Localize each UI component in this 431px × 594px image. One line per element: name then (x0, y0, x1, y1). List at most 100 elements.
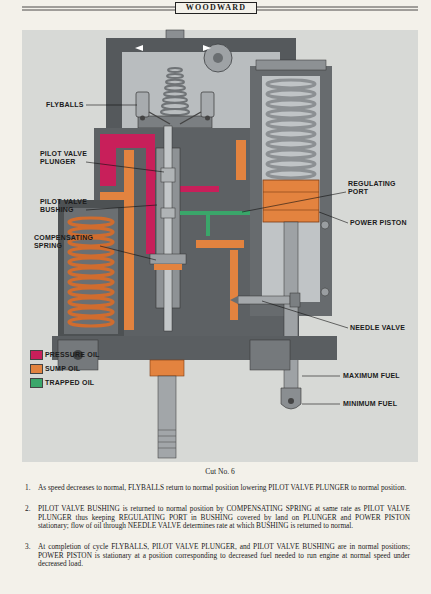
speeder-spring (164, 91, 186, 96)
flyballs (180, 112, 201, 124)
power-piston (263, 192, 319, 193)
base-and-shaft (158, 376, 176, 458)
leader-line (86, 105, 137, 106)
legend-entry: TRAPPED OIL (30, 378, 130, 388)
sump-oil (236, 140, 246, 180)
legend-entry: SUMP OIL (30, 364, 130, 374)
compensating-spring (69, 218, 113, 226)
legend-entry: PRESSURE OIL (30, 350, 130, 360)
governor-body (64, 208, 118, 334)
power-cylinder (256, 60, 326, 70)
compensating-spring (69, 288, 113, 296)
base-and-shaft (158, 430, 176, 431)
speeder-spring (167, 74, 183, 78)
pilot-valve (164, 126, 172, 331)
compensating-spring (69, 298, 113, 306)
pilot-valve (161, 208, 175, 218)
leader-line (86, 162, 164, 172)
power-piston-spring (267, 140, 315, 148)
part-label: MAXIMUM FUEL (343, 372, 413, 380)
speeder-spring (165, 86, 185, 91)
compensating-spring (69, 308, 113, 316)
governor-head (213, 53, 223, 63)
legend-label: PRESSURE OIL (45, 351, 130, 359)
part-label: FLYBALLS (46, 101, 106, 109)
governor-head (135, 45, 211, 51)
base-and-shaft (250, 340, 290, 370)
speeder-spring (166, 80, 184, 84)
power-piston-spring (267, 120, 315, 128)
compensating-spring (69, 248, 113, 256)
pilot-valve (161, 168, 175, 182)
note-text: PILOT VALVE BUSHING is returned to norma… (38, 505, 410, 531)
base-and-shaft (158, 448, 176, 449)
power-piston (281, 388, 301, 409)
speeder-spring (161, 109, 189, 115)
pilot-valve (150, 126, 186, 331)
part-label: REGULATING PORT (348, 180, 404, 196)
power-piston (263, 210, 319, 211)
power-cylinder (321, 288, 329, 296)
part-label: POWER PISTON (350, 219, 414, 227)
sump-oil (100, 140, 246, 330)
flyballs (136, 92, 149, 117)
sump-oil (124, 150, 134, 330)
leader-line (242, 192, 346, 212)
leader-line (262, 301, 348, 328)
legend-label: TRAPPED OIL (45, 379, 130, 387)
leader-line (302, 376, 340, 377)
base-and-shaft (158, 442, 176, 443)
power-piston (263, 180, 319, 222)
power-piston-spring (267, 170, 315, 178)
power-piston-spring (267, 160, 315, 168)
leader-line (302, 404, 340, 405)
trapped-oil (206, 213, 210, 236)
needle-valve (290, 293, 300, 307)
part-label: PILOT VALVE PLUNGER (40, 150, 98, 166)
figure-caption: Cut No. 6 (22, 467, 418, 476)
flyballs (201, 92, 214, 117)
part-label: COMPENSATING SPRING (34, 234, 100, 250)
leader-line (86, 205, 157, 210)
governor-body (58, 200, 124, 340)
power-cylinder (321, 221, 329, 229)
base-and-shaft (158, 436, 176, 437)
flyballs (136, 92, 214, 128)
part-label: MINIMUM FUEL (343, 400, 413, 408)
note-text: As speed decreases to normal, FLYBALLS r… (38, 484, 410, 493)
leader-line (100, 246, 156, 260)
legend-swatch (30, 364, 43, 374)
header-logo: WOODWARD (175, 2, 257, 14)
base-and-shaft (150, 360, 184, 376)
power-piston-spring (267, 90, 315, 98)
header-rule (257, 7, 418, 8)
leader-line (319, 212, 348, 223)
sump-oil (230, 250, 238, 320)
pressure-oil (100, 134, 116, 186)
power-piston (288, 398, 294, 404)
legend-label: SUMP OIL (45, 365, 130, 373)
power-piston-spring (267, 150, 315, 158)
part-label: NEEDLE VALVE (350, 324, 414, 332)
compensating-spring (69, 258, 113, 266)
flyballs (138, 116, 212, 128)
pilot-valve (150, 254, 186, 264)
sump-oil (196, 240, 244, 248)
callout-number: 1. (25, 484, 37, 493)
header-rule (22, 7, 175, 8)
callout-number: 3. (25, 543, 37, 552)
compensating-spring (69, 278, 113, 286)
compensating-spring (69, 318, 113, 326)
speeder-spring (168, 68, 182, 72)
pressure-oil (146, 134, 155, 254)
legend-swatch (30, 378, 43, 388)
legend-swatch (30, 350, 43, 360)
needle-valve (238, 296, 290, 304)
needle-valve (230, 293, 300, 307)
leader-line (86, 105, 348, 404)
flyballs (149, 112, 170, 124)
speeder-spring (163, 97, 187, 103)
pilot-valve (154, 264, 182, 270)
header-rule (257, 10, 418, 11)
